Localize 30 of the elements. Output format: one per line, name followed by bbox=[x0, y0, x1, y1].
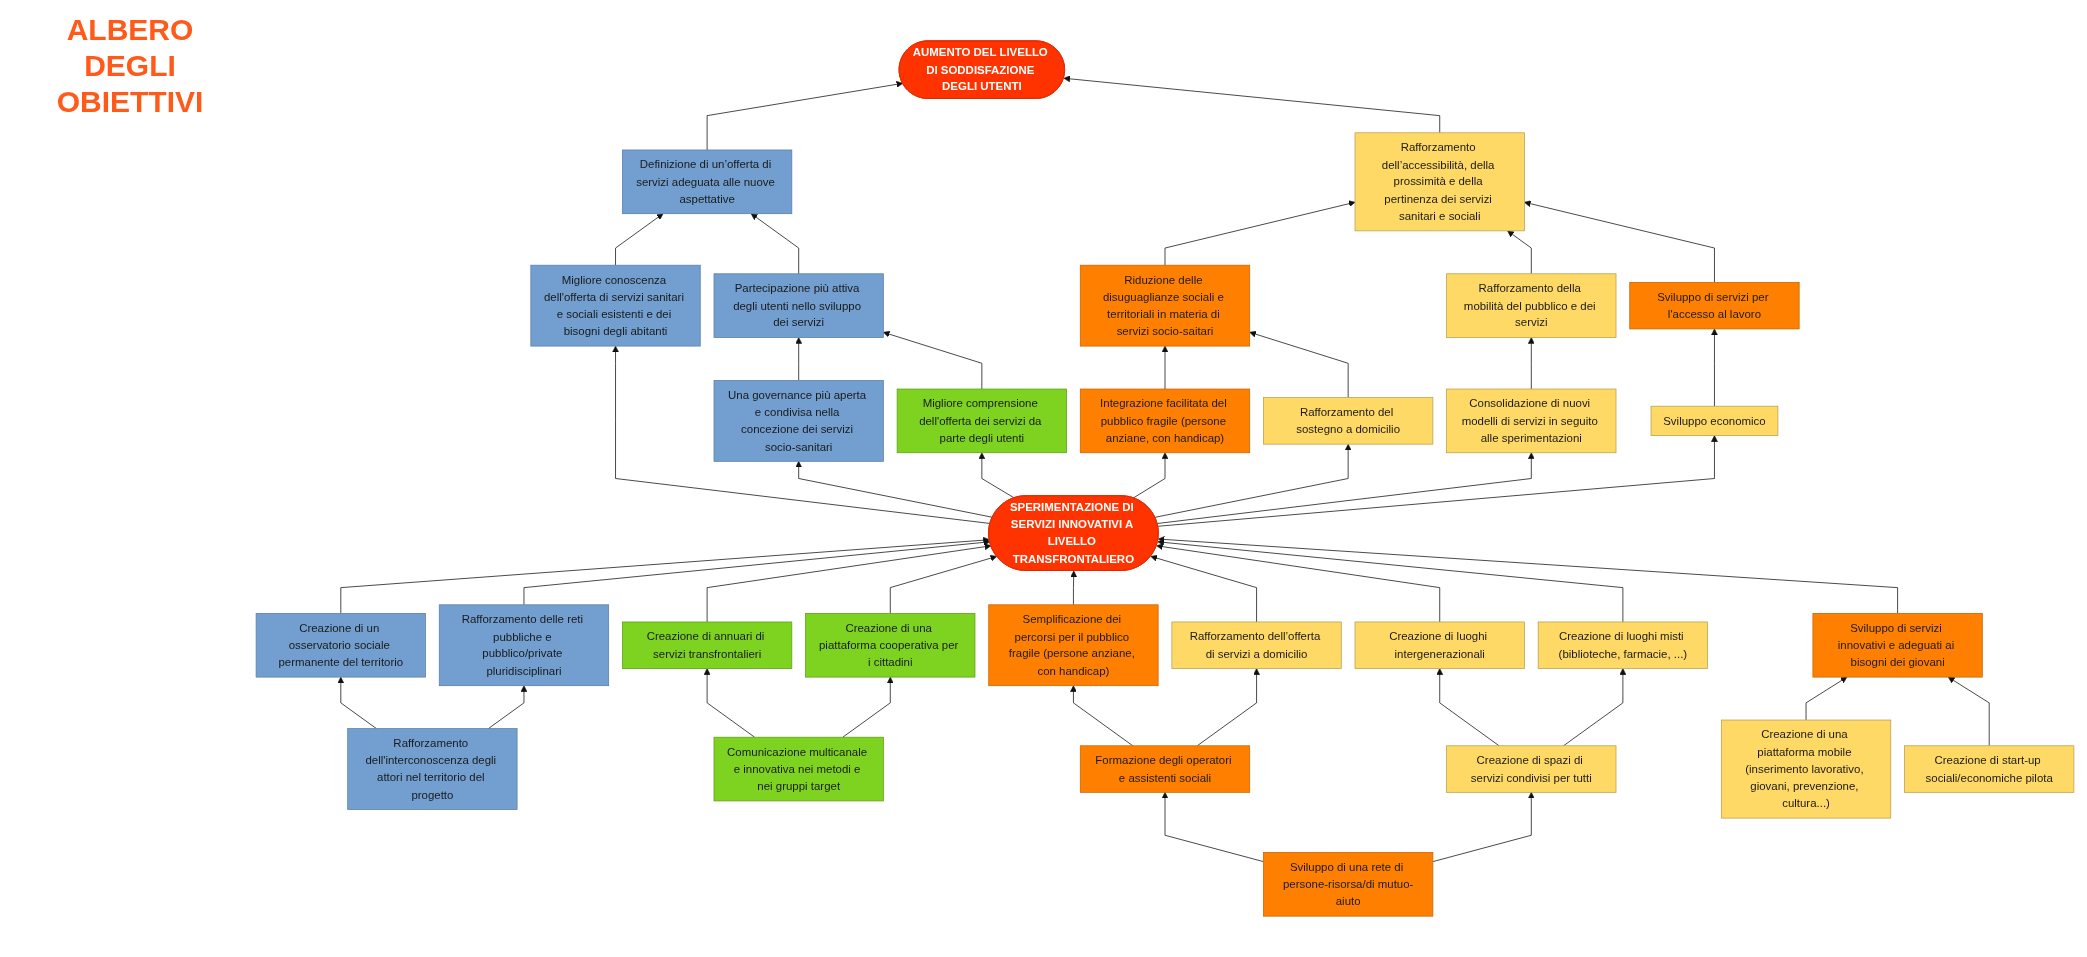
node-box: Creazione di start-up sociali/economiche pilota bbox=[1904, 745, 2075, 793]
node-box: Migliore comprensione dell'offerta dei servizi da parte degli utenti bbox=[896, 388, 1067, 454]
node-box: Rafforzamento del sostegno a domicilio bbox=[1263, 397, 1434, 445]
node-box: Migliore conoscenza dell'offerta di servizi sanitari e sociali esistenti e dei bisogni degli abitanti bbox=[530, 264, 701, 347]
node-box: Creazione di una piattaforma cooperativa per i cittadini bbox=[805, 613, 976, 678]
node-box: Riduzione delle disuguaglianze sociali e territoriali in materia di servizi socio-saitari bbox=[1079, 264, 1251, 347]
node-box: Definizione di un’offerta di servizi adeguata alle nuove aspettative bbox=[622, 149, 793, 215]
node-box: Rafforzamento dell'interconoscenza degli attori nel territorio del progetto bbox=[347, 728, 518, 810]
node-box: Sviluppo di servizi innovativi e adeguati ai bisogni dei giovani bbox=[1812, 613, 1983, 678]
node-box: Creazione di spazi di servizi condivisi per tutti bbox=[1446, 745, 1617, 793]
node-box: Sviluppo economico bbox=[1650, 405, 1779, 436]
node-box: Consolidazione di nuovi modelli di servizi in seguito alle sperimentazioni bbox=[1446, 388, 1617, 454]
node-box: Rafforzamento delle reti pubbliche e pubblico/private pluridisciplinari bbox=[438, 604, 610, 687]
node-box: Creazione di luoghi intergenerazionali bbox=[1354, 621, 1525, 669]
node-box: Integrazione facilitata del pubblico fragile (persone anziane, con handicap) bbox=[1079, 388, 1251, 454]
node-box: Sviluppo di servizi per l'accesso al lavoro bbox=[1629, 282, 1800, 330]
node-box: Partecipazione più attiva degli utenti nello sviluppo dei servizi bbox=[713, 273, 884, 338]
node-box: Creazione di una piattaforma mobile (inserimento lavorativo, giovani, prevenzione, cultura...) bbox=[1720, 719, 1892, 819]
node-box: Una governance più aperta e condivisa nella concezione dei servizi socio-sanitari bbox=[713, 380, 884, 462]
node-box: Rafforzamento dell’offerta di servizi a domicilio bbox=[1171, 621, 1342, 669]
node-box: Comunicazione multicanale e innovativa nei metodi e nei gruppi target bbox=[713, 736, 884, 802]
diagram-title: ALBERO DEGLI OBIETTIVI bbox=[55, 12, 205, 120]
node-box: Sviluppo di una rete di persone-risorsa/di mutuo-aiuto bbox=[1263, 852, 1434, 917]
node-box: Semplificazione dei percorsi per il pubblico fragile (persone anziane, con handicap) bbox=[988, 604, 1159, 687]
node-box: Rafforzamento della mobilità del pubblico e dei servizi bbox=[1446, 273, 1617, 338]
node-box: Creazione di luoghi misti (biblioteche, farmacie, ...) bbox=[1537, 621, 1708, 669]
node-box: Creazione di annuari di servizi transfrontalieri bbox=[622, 621, 793, 669]
node-box: Rafforzamento dell’accessibilità, della prossimità e della pertinenza dei servizi sanitari e sociali bbox=[1354, 132, 1525, 232]
node-box: Formazione degli operatori e assistenti sociali bbox=[1079, 745, 1251, 793]
node-box: Creazione di un osservatorio sociale permanente del territorio bbox=[255, 613, 426, 678]
